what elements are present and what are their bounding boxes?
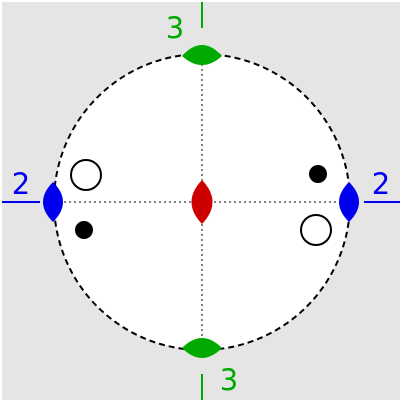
axis-3-top-symbol [182, 45, 222, 65]
center-axis-symbol [191, 180, 213, 224]
label-right: 2 [372, 167, 390, 201]
axis-3-bottom-symbol [182, 338, 222, 358]
filled-dot-upper-right [309, 165, 327, 183]
label-top: 3 [166, 11, 184, 45]
label-left: 2 [12, 167, 30, 201]
open-dot-upper-left [70, 159, 102, 191]
filled-dot-lower-left [75, 221, 93, 239]
label-bottom: 3 [220, 363, 238, 397]
open-dot-lower-right [300, 214, 332, 246]
axis-2-left-symbol [43, 182, 63, 222]
axis-2-right-symbol [339, 182, 359, 222]
